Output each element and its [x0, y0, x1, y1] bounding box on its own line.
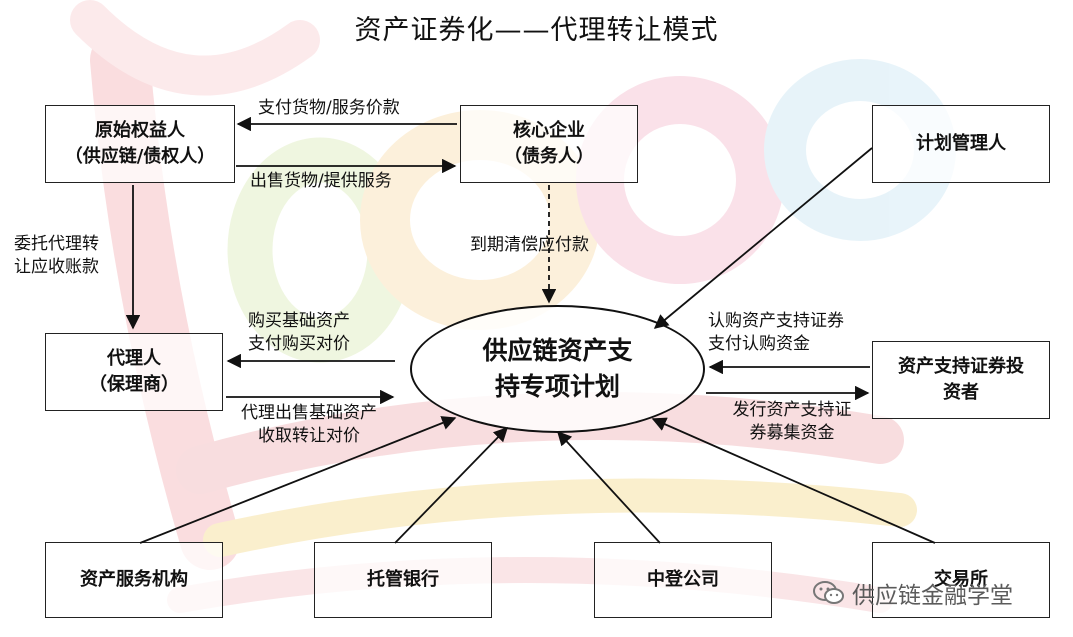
- label-buy-line2: 支付购买对价: [248, 334, 350, 355]
- label-repay: 到期清偿应付款: [470, 235, 589, 255]
- label-entrust: 委托代理转 让应收账款: [14, 233, 99, 280]
- label-buy-assets: 购买基础资产 支付购买对价: [248, 310, 350, 357]
- label-subscribe-line1: 认购资产支持证券: [708, 311, 844, 331]
- node-center-line1: 供应链资产支: [482, 335, 633, 365]
- node-registry-line1: 中登公司: [647, 568, 719, 590]
- label-subscribe: 认购资产支持证券 支付认购资金: [708, 310, 844, 357]
- label-issue-line2: 券募集资金: [749, 423, 835, 444]
- node-core-line1: 核心企业: [513, 119, 585, 141]
- label-agent-sell-line1: 代理出售基础资产: [241, 403, 377, 423]
- label-sell-goods: 出售货物/提供服务: [250, 171, 392, 191]
- label-agent-sell-line2: 收取转让对价: [258, 426, 360, 447]
- watermark-text: 供应链金融学堂: [852, 583, 1013, 609]
- node-custodian-line1: 托管银行: [367, 568, 439, 590]
- node-agent: 代理人 （保理商）: [45, 333, 223, 411]
- node-servicer-line1: 资产服务机构: [80, 568, 188, 590]
- node-agent-line2: （保理商）: [89, 374, 179, 395]
- node-original-line2: （供应链/债权人）: [64, 146, 216, 167]
- label-buy-line1: 购买基础资产: [248, 311, 350, 331]
- node-center-line2: 持专项计划: [494, 372, 620, 401]
- watermark: 供应链金融学堂: [812, 576, 1013, 610]
- node-plan-manager: 计划管理人: [872, 105, 1050, 183]
- node-agent-line1: 代理人: [107, 347, 161, 369]
- node-manager-line1: 计划管理人: [916, 132, 1006, 154]
- node-custodian-bank: 托管银行: [314, 542, 492, 618]
- node-core-enterprise: 核心企业 （债务人）: [460, 105, 638, 183]
- node-original-line1: 原始权益人: [95, 119, 185, 141]
- label-entrust-line1: 委托代理转: [14, 234, 99, 254]
- label-issue-line1: 发行资产支持证: [732, 400, 852, 420]
- node-exchange: 交易所: [872, 542, 1050, 618]
- node-exchange-line1: 交易所: [934, 568, 988, 590]
- label-agent-sell: 代理出售基础资产 收取转让对价: [224, 402, 394, 449]
- node-abs-investor: 资产支持证券投 资者: [872, 341, 1050, 419]
- node-special-plan: 供应链资产支 持专项计划: [410, 305, 705, 433]
- node-investor-line2: 资者: [943, 382, 979, 403]
- label-issue: 发行资产支持证 券募集资金: [712, 399, 872, 446]
- wechat-icon: [813, 581, 844, 604]
- node-investor-line1: 资产支持证券投: [898, 355, 1024, 377]
- label-subscribe-line2: 支付认购资金: [708, 334, 810, 355]
- node-asset-servicer: 资产服务机构: [45, 542, 223, 618]
- node-registry-company: 中登公司: [594, 542, 772, 618]
- label-entrust-line2: 让应收账款: [14, 257, 99, 278]
- node-core-line2: （债务人）: [504, 146, 594, 167]
- node-original-equity-holder: 原始权益人 （供应链/债权人）: [45, 105, 235, 183]
- label-pay-goods: 支付货物/服务价款: [258, 98, 400, 118]
- page-title: 资产证券化——代理转让模式: [354, 15, 719, 46]
